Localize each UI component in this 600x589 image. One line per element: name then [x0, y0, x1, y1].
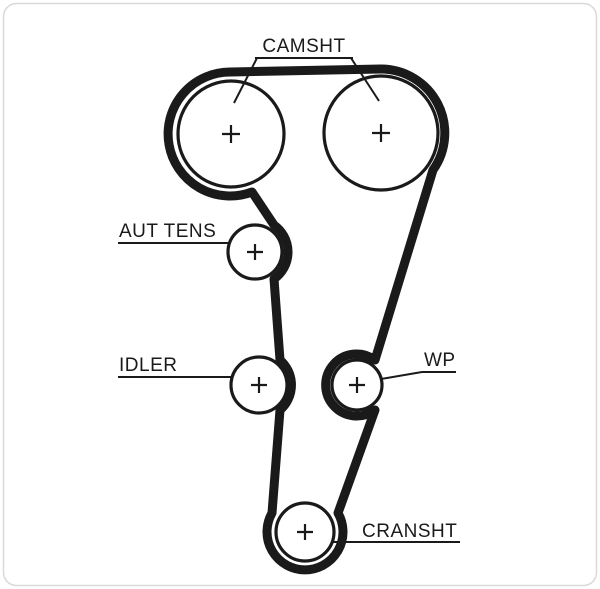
tensioner-label: AUT TENS — [119, 221, 216, 242]
timing-belt — [163, 64, 450, 575]
idler-label: IDLER — [119, 355, 177, 376]
tensioner-cross-icon — [247, 244, 263, 260]
camshaft-right-cross-icon — [372, 124, 390, 142]
water-pump-label-pointer — [380, 371, 423, 380]
idler-cross-icon — [251, 377, 267, 393]
water-pump-label: WP — [424, 350, 456, 371]
camshaft-label: CAMSHT — [262, 36, 345, 57]
crankshaft-cross-icon — [297, 524, 313, 540]
camshaft-label-pointer-right — [350, 57, 380, 102]
camshaft-label-pointer-left — [233, 57, 258, 104]
water-pump-cross-icon — [349, 377, 365, 393]
camshaft-left-cross-icon — [222, 125, 240, 143]
crankshaft-label: CRANSHT — [362, 521, 457, 542]
